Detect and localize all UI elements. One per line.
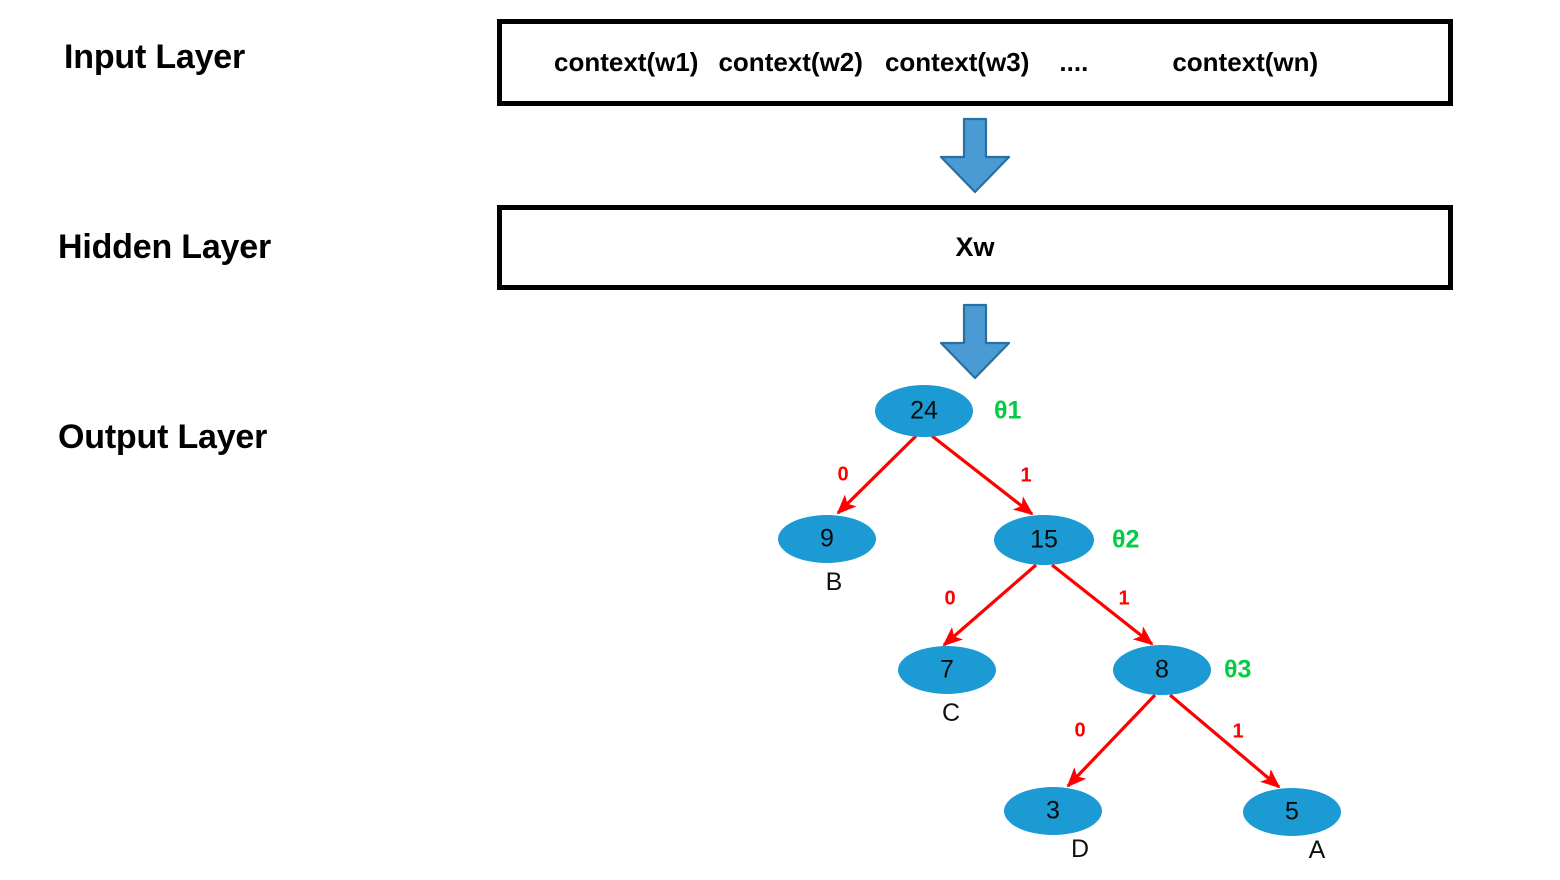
tree-node-24[interactable] xyxy=(875,385,973,437)
hidden-to-output-arrow-icon xyxy=(937,303,1013,381)
tree-node-value-24: 24 xyxy=(910,397,938,425)
tree-nodes: 24 θ1 9B 15 θ2 7C 8 θ3 3D 5A xyxy=(778,385,1341,864)
tree-node-value-15: 15 xyxy=(1030,526,1058,554)
tree-theta-label-24: θ1 xyxy=(994,397,1022,425)
tree-node-value-5: 5 xyxy=(1285,798,1299,826)
hidden-layer-content: Xw xyxy=(502,210,1448,285)
input-to-hidden-arrow-icon xyxy=(937,117,1013,195)
tree-node-15[interactable] xyxy=(994,515,1094,565)
tree-edges: 0 1 0 1 0 1 xyxy=(836,434,1281,789)
tree-node-letter-B: B xyxy=(826,568,843,596)
tree-node-9[interactable] xyxy=(778,515,876,563)
tree-edge-e24-15 xyxy=(931,434,1034,516)
tree-edge-e24-9 xyxy=(836,434,918,515)
tree-node-8[interactable] xyxy=(1113,645,1211,695)
tree-edge-label-e24-15: 1 xyxy=(1020,464,1031,486)
tree-theta-label-15: θ2 xyxy=(1112,526,1139,554)
input-layer-label: Input Layer xyxy=(64,38,246,76)
tree-edge-label-e8-3: 0 xyxy=(1074,719,1085,741)
tree-node-5[interactable] xyxy=(1243,788,1341,836)
hidden-layer-value: Xw xyxy=(955,232,995,262)
tree-edge-e15-8 xyxy=(1051,563,1154,646)
hidden-layer-label: Hidden Layer xyxy=(58,228,271,266)
tree-node-value-3: 3 xyxy=(1046,797,1060,825)
tree-node-7[interactable] xyxy=(898,646,996,694)
input-layer-box: context(w1) context(w2) context(w3) ....… xyxy=(497,19,1453,106)
tree-edge-e8-3 xyxy=(1066,693,1157,788)
input-layer-terms: context(w1) context(w2) context(w3) ....… xyxy=(502,24,1448,101)
tree-edge-e15-7 xyxy=(942,563,1038,647)
tree-edge-label-e15-8: 1 xyxy=(1118,587,1129,609)
tree-node-letter-A: A xyxy=(1309,836,1326,864)
tree-node-letter-D: D xyxy=(1071,835,1089,863)
hidden-layer-box: Xw xyxy=(497,205,1453,290)
tree-node-value-7: 7 xyxy=(940,656,954,684)
tree-edge-label-e15-7: 0 xyxy=(944,587,955,609)
tree-edge-e8-5 xyxy=(1168,693,1281,789)
tree-edge-label-e8-5: 1 xyxy=(1232,720,1243,742)
tree-edge-label-e24-9: 0 xyxy=(837,463,848,485)
tree-node-3[interactable] xyxy=(1004,787,1102,835)
tree-node-value-8: 8 xyxy=(1155,656,1169,684)
output-layer-label: Output Layer xyxy=(58,418,268,456)
context-term-ellipsis: .... xyxy=(1059,47,1089,77)
context-term-w3: context(w3) xyxy=(884,47,1030,77)
context-term-wn: context(wn) xyxy=(1172,47,1319,77)
context-term-w1: context(w1) xyxy=(554,47,699,77)
tree-node-letter-C: C xyxy=(942,699,960,727)
context-term-w2: context(w2) xyxy=(718,47,863,77)
tree-theta-label-8: θ3 xyxy=(1224,656,1251,684)
tree-node-value-9: 9 xyxy=(820,525,834,553)
